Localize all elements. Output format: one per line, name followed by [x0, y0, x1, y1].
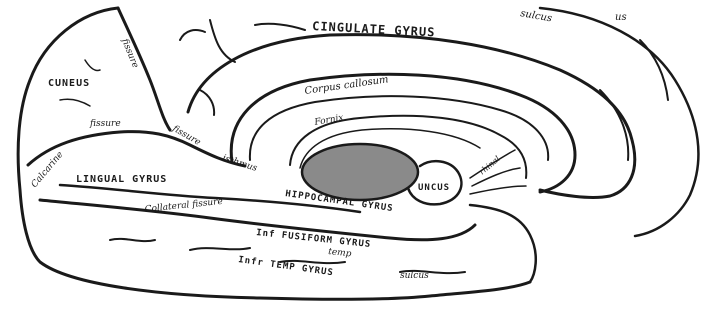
- label-collateral-fissure: Collateral fissure: [144, 197, 223, 215]
- label-temp: temp: [328, 247, 352, 259]
- label-fissure-left: fissure: [89, 119, 121, 129]
- label-sulcus-top: sulcus: [519, 8, 552, 24]
- label-rhinal: rhinal: [478, 154, 503, 177]
- label-sulcus-bottom: sulcus: [400, 271, 429, 281]
- outer-outline: [18, 8, 530, 299]
- temporal-pole-outline: [470, 205, 536, 282]
- top-sulci: [180, 20, 305, 115]
- parieto-occipital-fissure: [118, 8, 170, 130]
- label-uncus: UNCUS: [418, 183, 450, 193]
- label-lingual-gyrus: LINGUAL GYRUS: [76, 174, 167, 185]
- ventricle-shaded: [302, 144, 418, 200]
- label-cuneus: CUNEUS: [48, 78, 90, 89]
- label-sulcus-top-right: us: [615, 12, 627, 23]
- label-fornix: Fornix: [313, 113, 345, 128]
- label-isthmus: isthmus: [221, 153, 259, 174]
- label-fissure-top: fissure: [119, 36, 140, 69]
- label-infr-temp-gyrus: Infr TEMP GYRUS: [238, 255, 335, 278]
